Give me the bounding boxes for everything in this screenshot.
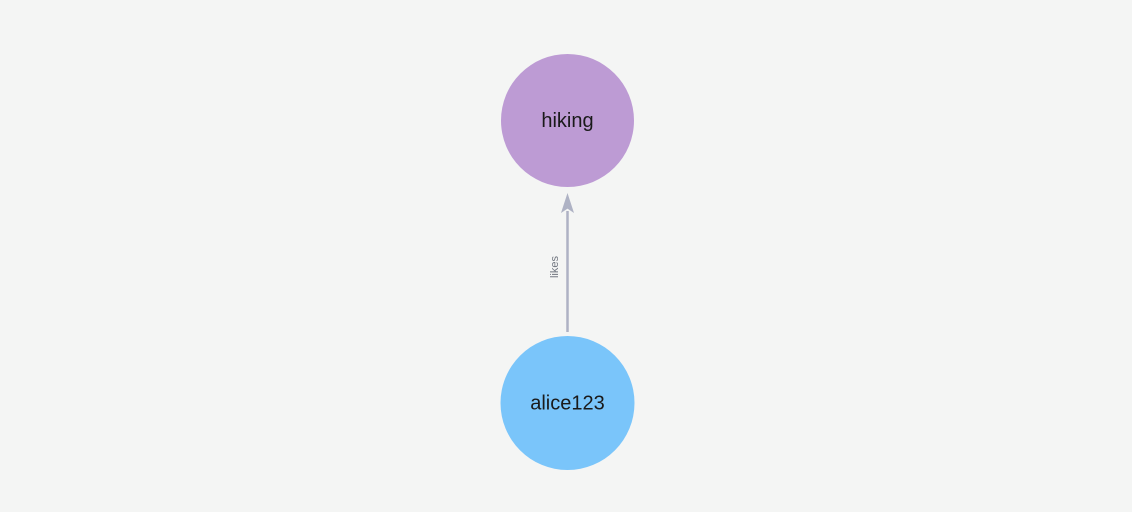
graph-node-alice123[interactable]: alice123 bbox=[500, 336, 635, 470]
graph-node-hiking[interactable]: hiking bbox=[501, 54, 634, 187]
node-circle-alice123[interactable] bbox=[500, 336, 635, 470]
graph-edge-likes[interactable]: likes bbox=[549, 193, 574, 332]
edge-arrowhead-icon bbox=[561, 193, 574, 213]
edge-label-likes: likes bbox=[549, 256, 561, 279]
node-circle-hiking[interactable] bbox=[501, 54, 634, 187]
